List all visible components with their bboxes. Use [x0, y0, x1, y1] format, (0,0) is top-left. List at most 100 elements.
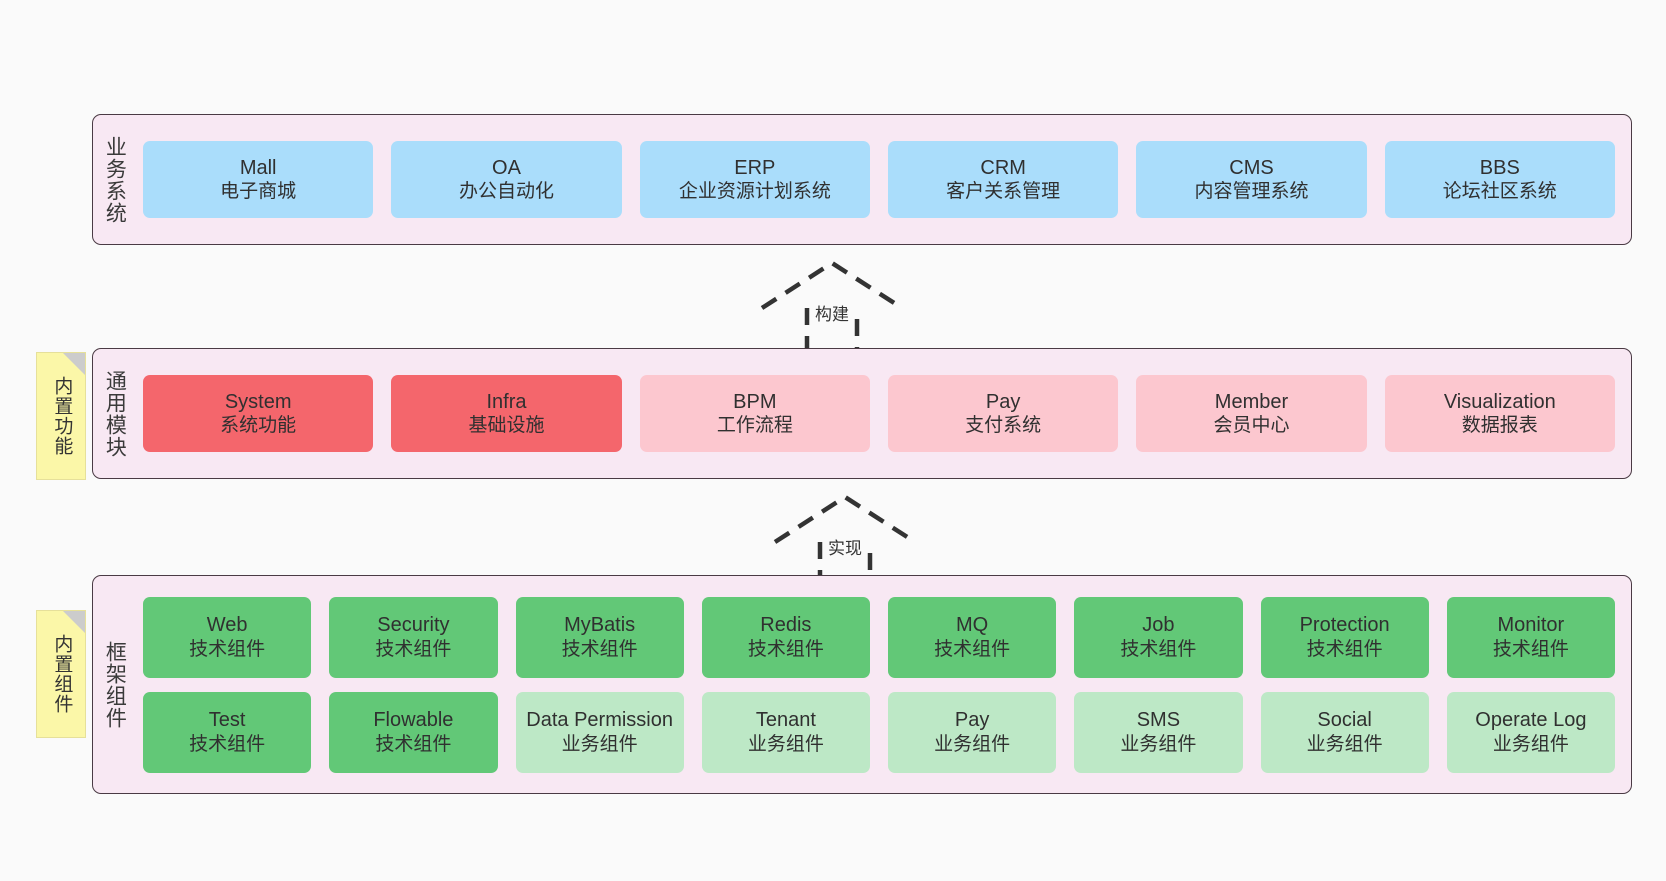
- card-title: SMS: [1136, 709, 1181, 732]
- card-title: Web: [206, 614, 248, 637]
- card-web[interactable]: Web 技术组件: [143, 596, 312, 678]
- sticky-note-label: 内置功能: [51, 376, 73, 456]
- card-subtitle: 业务组件: [1306, 733, 1383, 755]
- card-monitor[interactable]: Monitor 技术组件: [1446, 596, 1615, 678]
- card-erp[interactable]: ERP 企业资源计划系统: [639, 141, 870, 218]
- layer-title-common-modules: 通用模块: [103, 369, 127, 458]
- card-subtitle: 技术组件: [1306, 638, 1383, 660]
- card-title: System: [224, 390, 292, 413]
- card-title: Mall: [239, 156, 277, 179]
- connector-label-build: 构建: [815, 305, 849, 324]
- card-title: Social: [1317, 709, 1372, 732]
- card-subtitle: 技术组件: [189, 733, 266, 755]
- card-subtitle: 论坛社区系统: [1442, 181, 1557, 203]
- card-bbs[interactable]: BBS 论坛社区系统: [1384, 141, 1615, 218]
- card-system[interactable]: System 系统功能: [143, 375, 374, 452]
- card-title: OA: [492, 156, 521, 179]
- card-title: MQ: [956, 614, 989, 637]
- card-title: Member: [1214, 390, 1289, 413]
- card-operate-log[interactable]: Operate Log 业务组件: [1446, 691, 1615, 773]
- card-subtitle: 内容管理系统: [1194, 181, 1309, 203]
- card-title: ERP: [734, 156, 776, 179]
- card-title: Visualization: [1443, 390, 1556, 413]
- layer-business-system: 业务系统 Mall 电子商城 OA 办公自动化 ERP 企业资源计划系统 CRM…: [92, 114, 1632, 245]
- card-crm[interactable]: CRM 客户关系管理: [887, 141, 1119, 218]
- layer-common-modules: 通用模块 System 系统功能 Infra 基础设施 BPM 工作流程 Pay…: [92, 348, 1632, 479]
- card-title: Monitor: [1497, 614, 1565, 637]
- card-subtitle: 技术组件: [1120, 638, 1197, 660]
- card-subtitle: 数据报表: [1461, 415, 1538, 437]
- card-title: Pay: [985, 390, 1021, 413]
- card-title: CRM: [980, 156, 1026, 179]
- card-subtitle: 业务组件: [934, 733, 1011, 755]
- card-subtitle: 办公自动化: [458, 181, 554, 203]
- card-subtitle: 技术组件: [375, 638, 452, 660]
- card-subtitle: 业务组件: [747, 733, 824, 755]
- card-subtitle: 支付系统: [965, 415, 1042, 437]
- card-title: Test: [208, 709, 246, 732]
- card-social[interactable]: Social 业务组件: [1260, 691, 1429, 773]
- layer-body-business-system: Mall 电子商城 OA 办公自动化 ERP 企业资源计划系统 CRM 客户关系…: [135, 115, 1631, 244]
- card-pay-component[interactable]: Pay 业务组件: [888, 691, 1057, 773]
- card-tenant[interactable]: Tenant 业务组件: [701, 691, 870, 773]
- card-title: BPM: [733, 390, 777, 413]
- card-subtitle: 技术组件: [1492, 638, 1569, 660]
- card-protection[interactable]: Protection 技术组件: [1260, 596, 1429, 678]
- card-pay-module[interactable]: Pay 支付系统: [887, 375, 1119, 452]
- card-redis[interactable]: Redis 技术组件: [701, 596, 870, 678]
- card-title: Pay: [954, 709, 990, 732]
- card-subtitle: 企业资源计划系统: [678, 181, 831, 203]
- card-title: MyBatis: [564, 614, 636, 637]
- card-oa[interactable]: OA 办公自动化: [391, 141, 622, 218]
- card-subtitle: 系统功能: [220, 415, 297, 437]
- card-flowable[interactable]: Flowable 技术组件: [329, 691, 498, 773]
- card-subtitle: 技术组件: [934, 638, 1011, 660]
- layer-title-framework-components: 框架组件: [103, 640, 127, 729]
- card-member[interactable]: Member 会员中心: [1136, 375, 1367, 452]
- card-subtitle: 电子商城: [220, 181, 297, 203]
- connector-label-realize: 实现: [828, 539, 862, 558]
- card-subtitle: 业务组件: [1492, 733, 1569, 755]
- card-subtitle: 客户关系管理: [946, 181, 1061, 203]
- sticky-note-builtin-component: 内置组件: [36, 610, 86, 738]
- card-title: Infra: [486, 390, 527, 413]
- card-title: Operate Log: [1475, 709, 1587, 732]
- sticky-note-builtin-feature: 内置功能: [36, 352, 86, 480]
- card-title: Data Permission: [526, 709, 673, 732]
- card-title: Redis: [760, 614, 812, 637]
- card-visualization[interactable]: Visualization 数据报表: [1384, 375, 1615, 452]
- layer-framework-components: 框架组件 Web 技术组件 Security 技术组件 MyBatis 技术组件…: [92, 575, 1632, 794]
- card-title: Protection: [1299, 614, 1390, 637]
- card-sms[interactable]: SMS 业务组件: [1074, 691, 1243, 773]
- card-title: Job: [1142, 614, 1175, 637]
- connector-build: 构建: [752, 258, 912, 358]
- card-mq[interactable]: MQ 技术组件: [888, 596, 1057, 678]
- card-bpm[interactable]: BPM 工作流程: [639, 375, 870, 452]
- card-subtitle: 技术组件: [189, 638, 266, 660]
- layer-body-framework-components: Web 技术组件 Security 技术组件 MyBatis 技术组件 Redi…: [135, 576, 1631, 793]
- card-title: Flowable: [373, 709, 454, 732]
- card-security[interactable]: Security 技术组件: [329, 596, 498, 678]
- card-cms[interactable]: CMS 内容管理系统: [1136, 141, 1367, 218]
- sticky-note-label: 内置组件: [51, 634, 73, 714]
- card-title: Tenant: [755, 709, 816, 732]
- card-row: Web 技术组件 Security 技术组件 MyBatis 技术组件 Redi…: [143, 596, 1615, 678]
- card-subtitle: 基础设施: [468, 415, 545, 437]
- card-title: CMS: [1229, 156, 1274, 179]
- card-mybatis[interactable]: MyBatis 技术组件: [515, 596, 684, 678]
- card-title: Security: [377, 614, 450, 637]
- card-infra[interactable]: Infra 基础设施: [391, 375, 622, 452]
- card-subtitle: 工作流程: [716, 415, 793, 437]
- card-subtitle: 会员中心: [1213, 415, 1290, 437]
- card-data-permission[interactable]: Data Permission 业务组件: [515, 691, 684, 773]
- card-subtitle: 技术组件: [561, 638, 638, 660]
- card-job[interactable]: Job 技术组件: [1074, 596, 1243, 678]
- card-test[interactable]: Test 技术组件: [143, 691, 312, 773]
- card-subtitle: 业务组件: [1120, 733, 1197, 755]
- card-subtitle: 技术组件: [747, 638, 824, 660]
- card-mall[interactable]: Mall 电子商城: [143, 141, 374, 218]
- card-title: BBS: [1479, 156, 1520, 179]
- card-subtitle: 业务组件: [561, 733, 638, 755]
- card-row: Mall 电子商城 OA 办公自动化 ERP 企业资源计划系统 CRM 客户关系…: [143, 141, 1615, 218]
